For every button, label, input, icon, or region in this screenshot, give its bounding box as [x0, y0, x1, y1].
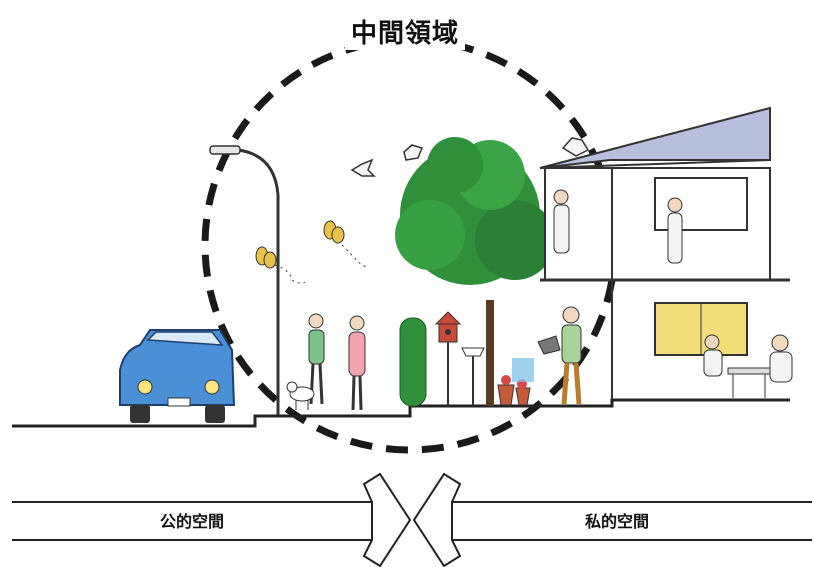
bird-icon — [350, 158, 376, 177]
bird-icon — [403, 144, 424, 161]
flower-pot-icon — [497, 375, 531, 406]
crossing-arrows-icon — [12, 472, 812, 567]
private-space-label: 私的空間 — [585, 512, 650, 531]
intermediate-zone-title: 中間領域 — [345, 13, 466, 50]
butterfly-icon — [323, 220, 369, 269]
hedge-icon — [399, 317, 427, 407]
ground-line — [12, 398, 790, 428]
birdhouse-icon — [434, 311, 485, 406]
street-lamp-icon — [209, 145, 280, 415]
house-icon — [539, 106, 793, 400]
tree-icon — [395, 137, 555, 406]
public-space-label: 公的空間 — [160, 512, 225, 531]
person-icon — [561, 306, 582, 405]
butterfly-icon — [255, 246, 306, 284]
car-icon — [119, 329, 236, 423]
bird-icon — [561, 137, 590, 157]
person-icon — [348, 315, 366, 411]
dog-icon — [286, 381, 315, 410]
watering-can-icon — [512, 335, 561, 382]
person-icon — [308, 313, 325, 405]
